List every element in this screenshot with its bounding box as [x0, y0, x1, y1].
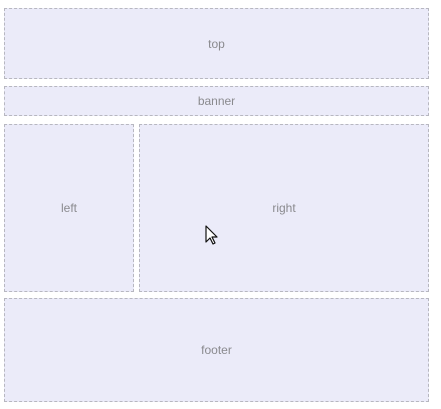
left-label: left — [60, 201, 77, 215]
right-label: right — [272, 201, 296, 215]
footer-label: footer — [201, 343, 232, 357]
left-region: left — [4, 124, 134, 292]
top-label: top — [208, 36, 225, 51]
footer-region: footer — [4, 298, 429, 402]
top-region: top — [4, 8, 429, 79]
right-region: right — [139, 124, 429, 292]
banner-label: banner — [197, 94, 236, 108]
banner-region: banner — [4, 86, 429, 116]
